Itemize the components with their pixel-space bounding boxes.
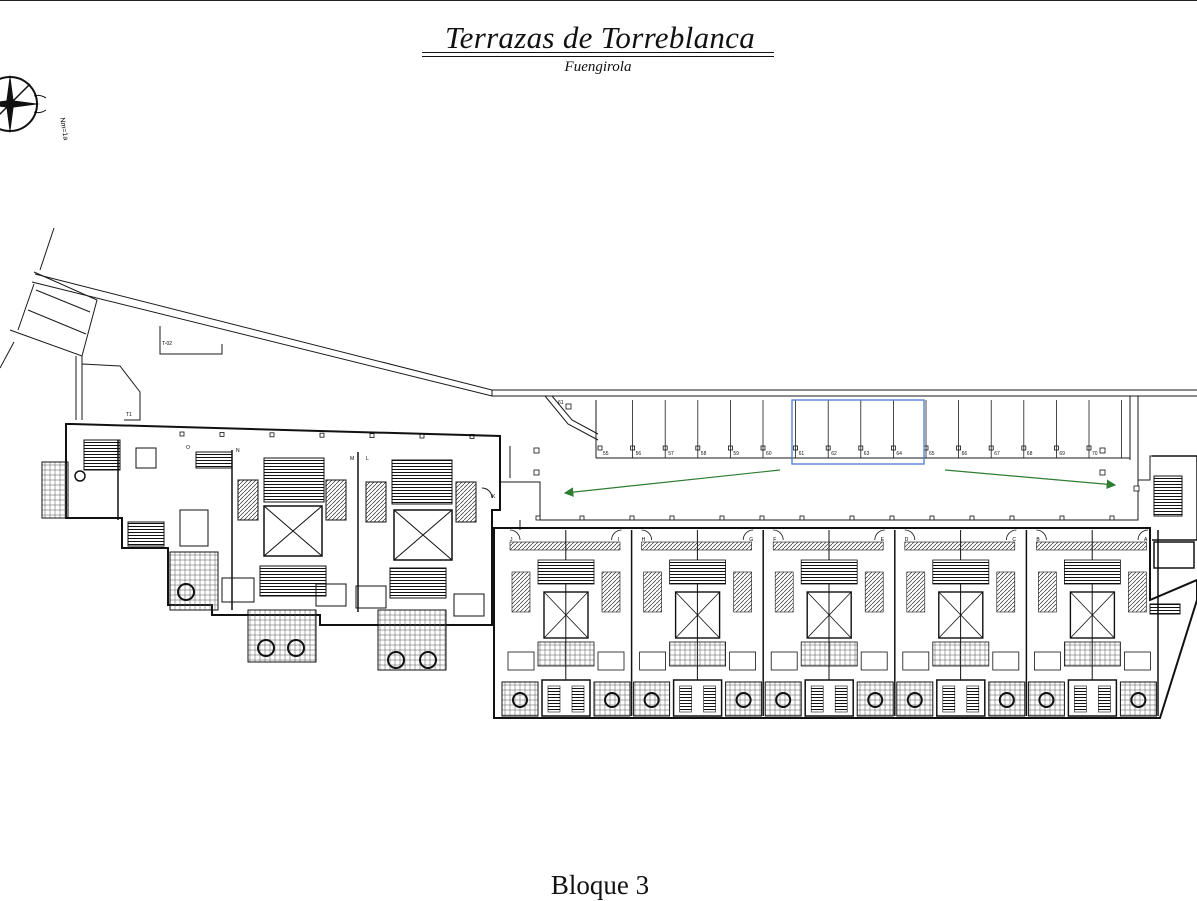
- column-post: [1109, 515, 1115, 521]
- parking-space-label: 60: [766, 451, 772, 457]
- parking-space-label: 56: [636, 451, 642, 457]
- column-post: [669, 515, 675, 521]
- column-posts: [179, 403, 1140, 521]
- parking-marker: [1021, 445, 1027, 451]
- page-subtitle: Fuengirola: [564, 59, 632, 75]
- apartment-module: [1027, 529, 1159, 717]
- column-post: [799, 515, 805, 521]
- apartment-module: [764, 529, 896, 717]
- column-post: [1059, 515, 1065, 521]
- storage-label: T-02: [162, 341, 172, 347]
- block-caption: Bloque 3: [550, 870, 650, 900]
- unit-label: B: [1036, 537, 1040, 543]
- unit-label: J: [510, 537, 513, 543]
- compass-label: Nm=1a: [58, 117, 69, 141]
- column-post: [565, 403, 572, 410]
- parking-marker: [1054, 445, 1059, 451]
- parking-space-label: 68: [1027, 451, 1033, 457]
- column-post: [849, 515, 855, 521]
- circulation-arrow-right: [944, 469, 1117, 490]
- unit-label: C: [1012, 537, 1016, 543]
- column-post: [719, 515, 725, 521]
- parking-marker: [728, 445, 733, 451]
- storage-label: 61: [558, 400, 564, 406]
- unit-label: K: [492, 494, 496, 500]
- unit-labels: J I H G F E D C B A: [510, 537, 1148, 543]
- parking-marker: [760, 445, 766, 451]
- unit-label: M: [350, 456, 354, 462]
- parking-marker: [858, 445, 864, 451]
- column-post: [369, 433, 375, 439]
- column-post: [629, 515, 635, 521]
- parking-space-label: 55: [603, 451, 609, 457]
- column-post: [533, 447, 540, 454]
- left-wing-block: [41, 423, 501, 671]
- column-post: [1133, 485, 1140, 492]
- parking-space-label: 69: [1059, 451, 1065, 457]
- column-post: [1099, 447, 1106, 454]
- parking-space-label: 57: [668, 451, 674, 457]
- compass-rose-icon: [0, 74, 47, 134]
- parking-space-label: 59: [733, 451, 739, 457]
- apartment-module: [896, 529, 1028, 717]
- column-post: [929, 515, 935, 521]
- column-post: [319, 432, 325, 438]
- title-underline-double: [422, 56, 774, 57]
- parking-space-label: 64: [896, 451, 902, 457]
- parking-area: 55 56 57 58 59 60 61 62 63 64 65 66 67 68 69 70: [595, 400, 1130, 459]
- parking-marker: [793, 445, 798, 451]
- column-post: [219, 431, 225, 437]
- parking-marker: [988, 445, 994, 451]
- right-block: [493, 455, 1197, 719]
- parking-marker: [630, 445, 635, 451]
- parking-space-label: 70: [1092, 451, 1098, 457]
- parking-marker: [597, 445, 603, 451]
- circulation-arrow-left: [563, 469, 781, 497]
- unit-label: A: [1144, 537, 1148, 543]
- parking-marker: [695, 445, 701, 451]
- parking-space-label: 67: [994, 451, 1000, 457]
- parking-space-label: 66: [962, 451, 968, 457]
- column-post: [969, 515, 975, 521]
- column-post: [759, 515, 765, 521]
- title-underline: [422, 52, 774, 53]
- selected-parking-highlight: [791, 399, 925, 465]
- top-border-rule: [0, 0, 1197, 1]
- column-post: [1009, 515, 1015, 521]
- apartment-row: [501, 529, 1159, 717]
- column-post: [579, 515, 585, 521]
- apartment-module: [633, 529, 764, 717]
- parking-marker: [1086, 445, 1092, 451]
- unit-label: E: [881, 537, 885, 543]
- unit-label: G: [749, 537, 753, 543]
- parking-marker: [662, 445, 668, 451]
- site-boundary: [0, 227, 1197, 460]
- unit-label: O: [186, 445, 190, 451]
- column-post: [889, 515, 895, 521]
- parking-space-label: 65: [929, 451, 935, 457]
- parking-marker: [891, 445, 896, 451]
- parking-space-label: 63: [864, 451, 870, 457]
- column-post: [179, 431, 185, 437]
- storage-label: T1: [126, 412, 132, 418]
- parking-space-label: 62: [831, 451, 837, 457]
- parking-space-label: 61: [799, 451, 805, 457]
- parking-marker: [956, 445, 961, 451]
- parking-marker: [825, 445, 831, 451]
- apartment-module: [501, 529, 633, 717]
- unit-label: I: [618, 537, 619, 543]
- column-post: [1099, 469, 1106, 476]
- page-title: Terrazas de Torreblanca: [444, 20, 756, 55]
- column-post: [269, 432, 275, 438]
- column-post: [533, 469, 540, 476]
- column-post: [535, 515, 541, 521]
- unit-label: N: [236, 448, 240, 454]
- unit-label: D: [905, 537, 909, 543]
- unit-label: L: [366, 456, 369, 462]
- unit-label: H: [642, 537, 646, 543]
- unit-label: F: [773, 537, 776, 543]
- parking-space-label: 58: [701, 451, 707, 457]
